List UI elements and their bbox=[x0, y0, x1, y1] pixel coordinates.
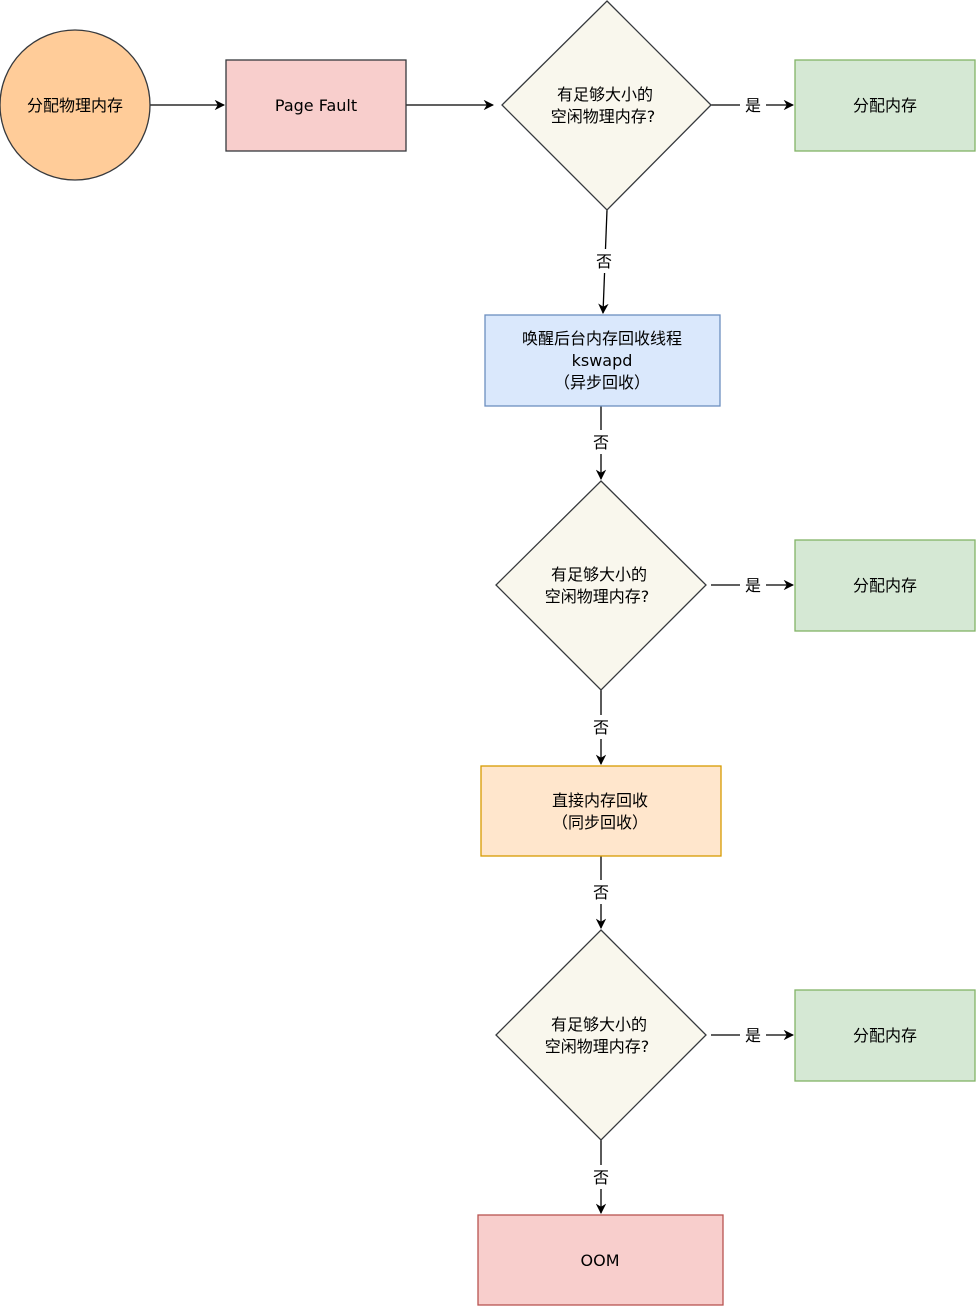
allocate-1-label: 分配内存 bbox=[853, 96, 917, 115]
start-node-label: 分配物理内存 bbox=[27, 96, 123, 115]
kswapd-line3: （异步回收） bbox=[554, 373, 650, 392]
direct-reclaim-node: 直接内存回收 （同步回收） bbox=[480, 765, 722, 857]
edge-label-no-3: 否 bbox=[593, 718, 609, 737]
decision-1-line2: 空闲物理内存? bbox=[551, 107, 656, 126]
edge-label-no-2: 否 bbox=[593, 433, 609, 452]
edge-label-no-5: 否 bbox=[593, 1168, 609, 1187]
direct-reclaim-line1: 直接内存回收 bbox=[552, 791, 648, 810]
decision-node-1: 有足够大小的 空闲物理内存? bbox=[501, 0, 712, 211]
decision-3-line2: 空闲物理内存? bbox=[545, 1037, 650, 1056]
decision-node-3: 有足够大小的 空闲物理内存? bbox=[495, 929, 707, 1141]
kswapd-node: 唤醒后台内存回收线程 kswapd （异步回收） bbox=[484, 314, 721, 407]
allocate-3-label: 分配内存 bbox=[853, 1026, 917, 1045]
decision-2-line1: 有足够大小的 bbox=[551, 565, 647, 584]
allocate-node-3: 分配内存 bbox=[794, 989, 976, 1082]
decision-2-line2: 空闲物理内存? bbox=[545, 587, 650, 606]
edge-label-yes-3: 是 bbox=[745, 1026, 761, 1045]
page-fault-label: Page Fault bbox=[275, 96, 357, 115]
edges: 是 否 否 是 否 否 是 否 bbox=[150, 93, 795, 1215]
page-fault-node: Page Fault bbox=[225, 59, 407, 152]
edge-label-no-4: 否 bbox=[593, 883, 609, 902]
decision-node-2: 有足够大小的 空闲物理内存? bbox=[495, 480, 707, 691]
allocate-node-2: 分配内存 bbox=[794, 539, 976, 632]
decision-3-line1: 有足够大小的 bbox=[551, 1015, 647, 1034]
edge-label-yes-1: 是 bbox=[745, 96, 761, 115]
allocate-2-label: 分配内存 bbox=[853, 576, 917, 595]
direct-reclaim-line2: （同步回收） bbox=[552, 813, 648, 832]
edge-label-no-1: 否 bbox=[596, 252, 612, 271]
decision-1-line1: 有足够大小的 bbox=[557, 85, 653, 104]
edge-label-yes-2: 是 bbox=[745, 576, 761, 595]
start-node: 分配物理内存 bbox=[0, 29, 151, 181]
kswapd-line2: kswapd bbox=[572, 351, 633, 370]
allocate-node-1: 分配内存 bbox=[794, 59, 976, 152]
kswapd-line1: 唤醒后台内存回收线程 bbox=[522, 329, 682, 348]
oom-label: OOM bbox=[581, 1251, 620, 1270]
oom-node: OOM bbox=[477, 1214, 724, 1306]
